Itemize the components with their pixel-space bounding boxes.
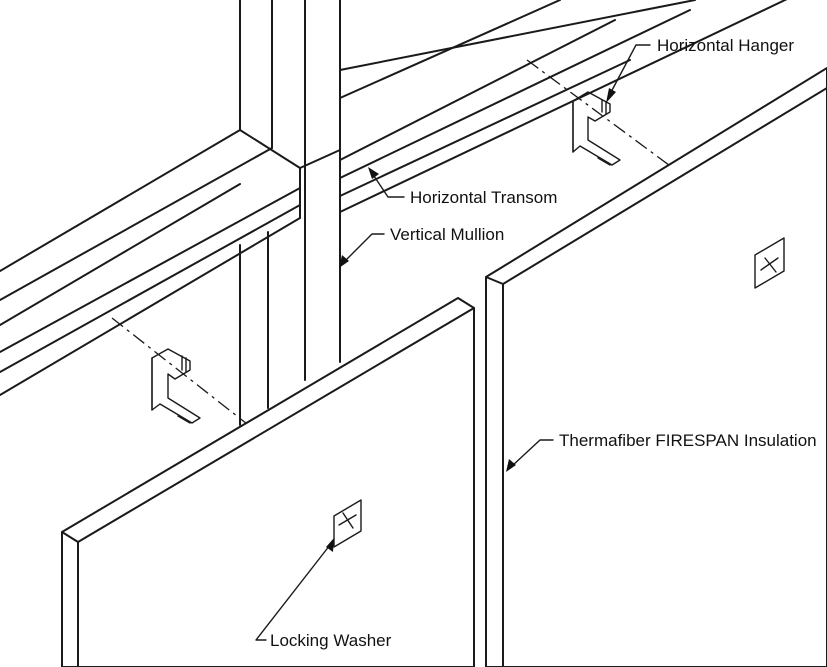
curtain-wall-framing [0, 0, 788, 426]
label-horizontal-hanger: Horizontal Hanger [657, 36, 794, 55]
label-horizontal-transom: Horizontal Transom [410, 188, 557, 207]
firespan-panel-left [61, 297, 475, 667]
leader-locking-washer [255, 538, 334, 641]
leader-firespan-insulation [506, 439, 554, 472]
label-vertical-mullion: Vertical Mullion [390, 225, 504, 244]
leader-horizontal-transom [368, 167, 405, 198]
label-firespan-insulation: Thermafiber FIRESPAN Insulation [559, 431, 817, 450]
label-locking-washer: Locking Washer [270, 631, 392, 650]
locking-washer-upper [754, 237, 785, 289]
leader-horizontal-hanger [606, 44, 651, 103]
upper-centerline [526, 59, 827, 283]
firespan-panel-right [485, 67, 827, 667]
horizontal-hanger-lower [151, 348, 201, 424]
locking-washer-lower [333, 499, 362, 548]
leader-vertical-mullion [339, 233, 385, 268]
horizontal-hanger-upper [572, 91, 621, 166]
